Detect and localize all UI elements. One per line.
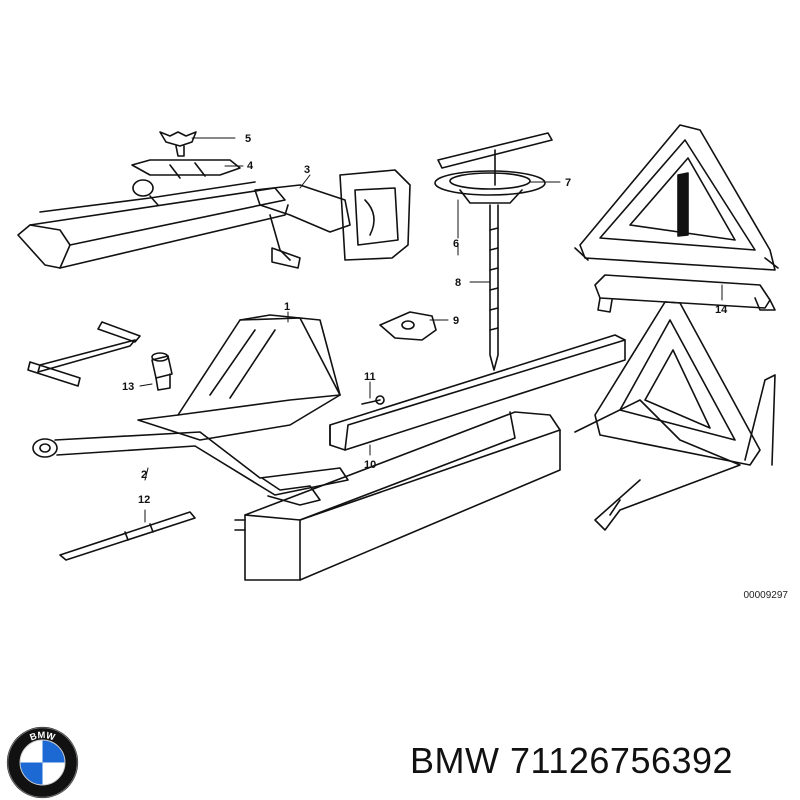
callout-labels: 5 4 3 7 6 8 9 1 13 11 10 2 12 14 (122, 133, 728, 506)
callout-7: 7 (565, 177, 571, 189)
allen-key (27, 321, 141, 387)
callout-6: 6 (453, 238, 459, 250)
callout-4: 4 (247, 160, 254, 172)
bracket-10 (329, 334, 626, 451)
callout-9: 9 (453, 315, 459, 327)
wheel-wrench (32, 431, 349, 506)
callout-10: 10 (364, 459, 376, 471)
callout-2: 2 (141, 469, 147, 481)
product-caption: BMW 71126756392 (410, 740, 733, 782)
warning-triangle-lower (574, 301, 776, 531)
jack (17, 169, 411, 269)
spare-wheel-holder (434, 132, 553, 371)
warning-triangle-upper (574, 124, 779, 313)
callout-5: 5 (245, 133, 251, 145)
leader-lines (139, 137, 723, 523)
wheel-chock (137, 314, 341, 441)
bolt-13 (151, 352, 173, 391)
tool-box (234, 411, 561, 581)
part-number: 71126756392 (510, 740, 734, 781)
callout-13: 13 (122, 381, 134, 393)
logo-text: BMW (28, 730, 56, 743)
wing-nut-5 (159, 131, 197, 157)
callout-14: 14 (715, 304, 728, 316)
brand-name: BMW (410, 740, 500, 781)
bmw-logo-icon: BMW (6, 726, 79, 799)
callout-3: 3 (304, 164, 310, 176)
screw-11 (361, 395, 385, 405)
callout-12: 12 (138, 494, 150, 506)
pin-12 (59, 511, 196, 561)
callout-1: 1 (284, 301, 290, 313)
document-number: 00009297 (743, 590, 789, 601)
clamp-9 (379, 311, 437, 341)
callout-8: 8 (455, 277, 461, 289)
clip-4 (131, 159, 241, 179)
callout-11: 11 (364, 371, 376, 383)
